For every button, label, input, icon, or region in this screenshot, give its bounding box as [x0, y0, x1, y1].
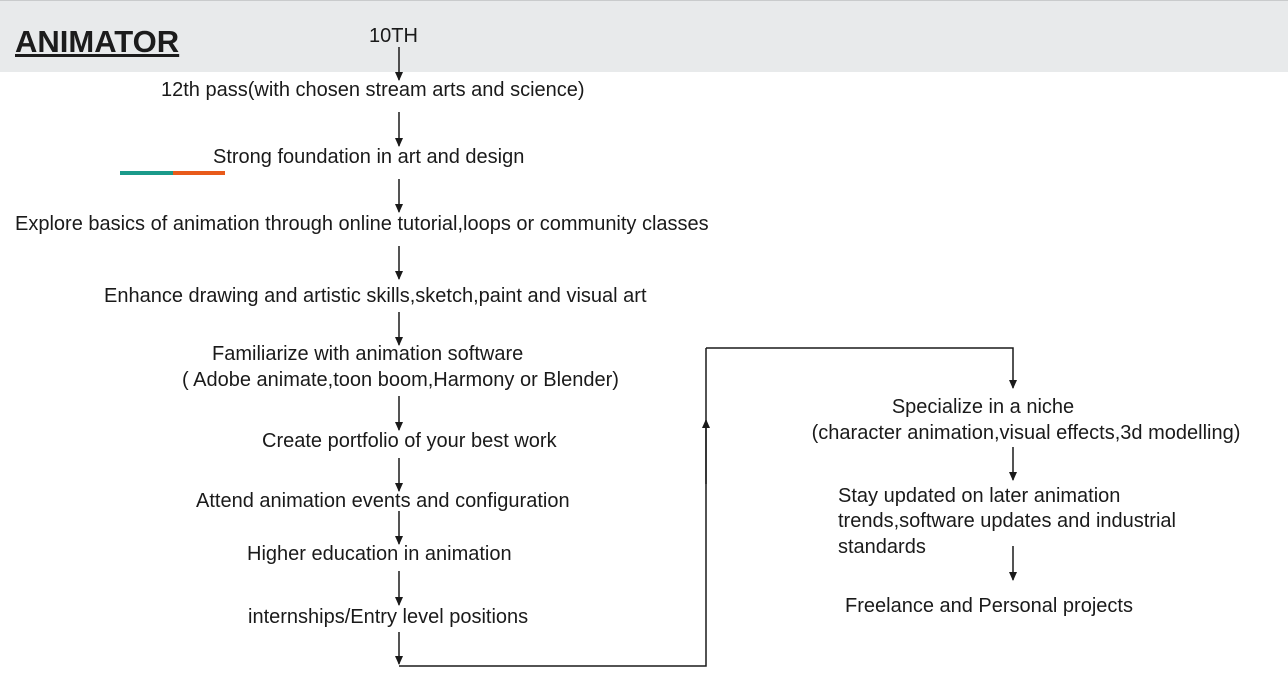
header-band	[0, 0, 1288, 72]
step-software-line-2: ( Adobe animate,toon boom,Harmony or Ble…	[182, 369, 619, 391]
step-higher-education: Higher education in animation	[247, 543, 512, 565]
step-internships: internships/Entry level positions	[248, 606, 529, 628]
step-specialize-line-1: Specialize in a niche	[891, 396, 1075, 418]
loop-bottom-to-right	[399, 419, 710, 667]
step-12th-pass: 12th pass(with chosen stream arts and sc…	[161, 79, 585, 101]
step-explore-basics: Explore basics of animation through onli…	[15, 213, 709, 235]
page-title: ANIMATOR	[15, 24, 180, 59]
step-10th: 10TH	[369, 25, 418, 47]
step-art-foundation: Strong foundation in art and design	[213, 146, 525, 168]
accent-bar-orange	[173, 171, 225, 175]
step-software-line-1: Familiarize with animation software	[212, 343, 524, 365]
step-specialize-line-2: (character animation,visual effects,3d m…	[811, 422, 1241, 444]
step-freelance: Freelance and Personal projects	[845, 595, 1133, 617]
step-updated-line-2: trends,software updates and industrial	[838, 510, 1176, 532]
loop-top-to-specialize	[706, 347, 1017, 389]
step-portfolio: Create portfolio of your best work	[262, 430, 557, 452]
step-updated-line-1: Stay updated on later animation	[838, 485, 1121, 507]
step-enhance-skills: Enhance drawing and artistic skills,sket…	[104, 285, 647, 307]
step-events: Attend animation events and configuratio…	[196, 490, 570, 512]
accent-bar-teal	[120, 171, 173, 175]
step-updated-line-3: standards	[838, 536, 926, 558]
